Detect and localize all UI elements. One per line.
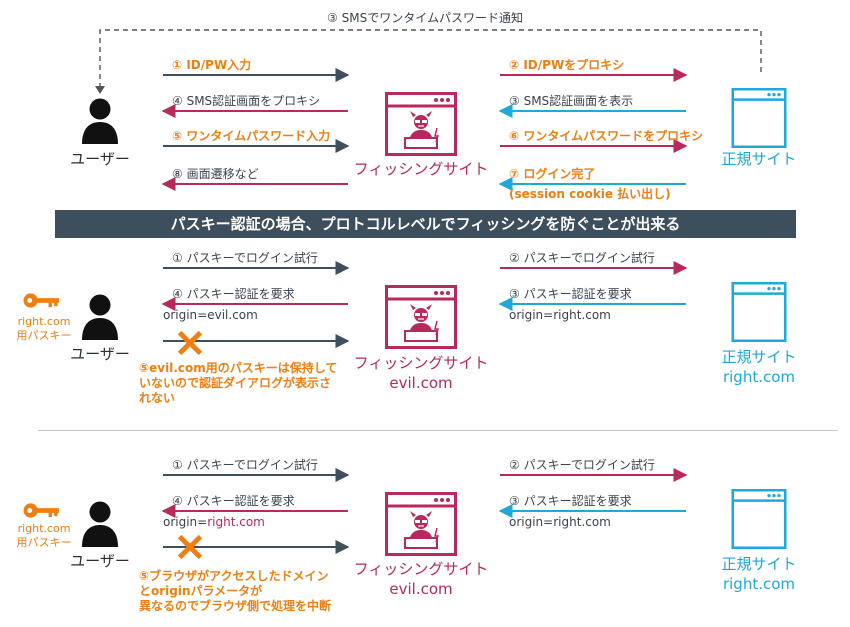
user-icon: [82, 501, 118, 547]
legit-site-icon: [731, 489, 787, 549]
origin-param-left: origin=evil.com: [163, 308, 258, 322]
blocked-x-icon: [177, 330, 203, 356]
sms-notice-arrowhead: [95, 86, 105, 94]
phishing-site-domain: evil.com: [389, 374, 452, 392]
user-label: ユーザー: [70, 150, 130, 168]
sms-notice-text: ③ SMSでワンタイムパスワード通知: [327, 11, 523, 25]
error-line-3: 異なるのでブラウザ側で処理を中断: [139, 598, 331, 613]
user-label: ユーザー: [70, 552, 130, 570]
key-label-line1: right.com: [18, 522, 71, 535]
msg-passkey-login-right: ② パスキーでログイン試行: [509, 457, 655, 472]
key-icon: [23, 293, 59, 308]
legit-site-label: 正規サイト: [721, 555, 796, 573]
origin-param-value: right.com: [207, 515, 265, 529]
msg-passkey-login-left: ① パスキーでログイン試行: [172, 457, 318, 472]
phishing-site-label: フィッシングサイト: [354, 354, 489, 372]
error-line-1: ⑤evil.com用のパスキーは保持して: [139, 360, 337, 375]
phishing-site-label: フィッシングサイト: [354, 160, 489, 178]
origin-param-right: origin=right.com: [509, 515, 611, 529]
msg-id-pw-input: ① ID/PW入力: [172, 57, 251, 72]
legit-site-label: 正規サイト: [721, 348, 796, 366]
phishing-site-label: フィッシングサイト: [354, 560, 489, 578]
msg-passkey-request-right: ③ パスキー認証を要求: [509, 286, 632, 301]
origin-param-right: origin=right.com: [509, 308, 611, 322]
key-label-line2: 用パスキー: [17, 329, 72, 342]
error-line-2: いないので認証ダイアログが表示さ: [139, 375, 331, 390]
msg-passkey-request-right: ③ パスキー認証を要求: [509, 493, 632, 508]
msg-passkey-request-left: ④ パスキー認証を要求: [172, 493, 295, 508]
legit-site-domain: right.com: [723, 575, 795, 593]
key-label-line1: right.com: [18, 315, 71, 328]
user-icon: [82, 294, 118, 340]
sms-notice-dashed-line: [99, 29, 762, 92]
msg-login-complete: ⑦ ログイン完了: [509, 166, 595, 181]
msg-sms-display: ③ SMS認証画面を表示: [509, 93, 633, 108]
phishing-site-domain: evil.com: [389, 580, 452, 598]
origin-param-left: origin=right.com: [163, 515, 265, 529]
legit-site-icon: [731, 88, 787, 148]
key-label-line2: 用パスキー: [17, 536, 72, 549]
msg-passkey-request-left: ④ パスキー認証を要求: [172, 286, 295, 301]
phishing-site-icon: [385, 492, 457, 556]
msg-otp-proxy: ⑥ ワンタイムパスワードをプロキシ: [509, 128, 703, 143]
phishing-site-icon: [385, 285, 457, 349]
phishing-site-icon: [385, 92, 457, 156]
msg-sms-proxy: ④ SMS認証画面をプロキシ: [172, 93, 320, 108]
msg-passkey-login-right: ② パスキーでログイン試行: [509, 250, 655, 265]
origin-param-prefix: origin=: [163, 515, 207, 529]
error-line-1: ⑤ブラウザがアクセスしたドメイン: [139, 568, 329, 583]
error-line-2: とoriginパラメータが: [139, 583, 262, 598]
legit-site-label: 正規サイト: [721, 150, 796, 168]
msg-page-transition: ⑧ 画面遷移など: [172, 167, 259, 181]
summary-banner: パスキー認証の場合、プロトコルレベルでフィッシングを防ぐことが出来る: [55, 210, 796, 238]
legit-site-icon: [731, 282, 787, 342]
msg-passkey-login-left: ① パスキーでログイン試行: [172, 250, 318, 265]
section-divider: [38, 430, 838, 431]
user-icon: [82, 98, 118, 144]
user-label: ユーザー: [70, 345, 130, 363]
error-line-3: れない: [139, 391, 175, 405]
msg-id-pw-proxy: ② ID/PWをプロキシ: [509, 57, 624, 72]
legit-site-domain: right.com: [723, 368, 795, 386]
msg-session-cookie: (session cookie 払い出し): [509, 186, 671, 201]
key-icon: [23, 503, 59, 518]
msg-otp-input: ⑤ ワンタイムパスワード入力: [172, 128, 330, 143]
